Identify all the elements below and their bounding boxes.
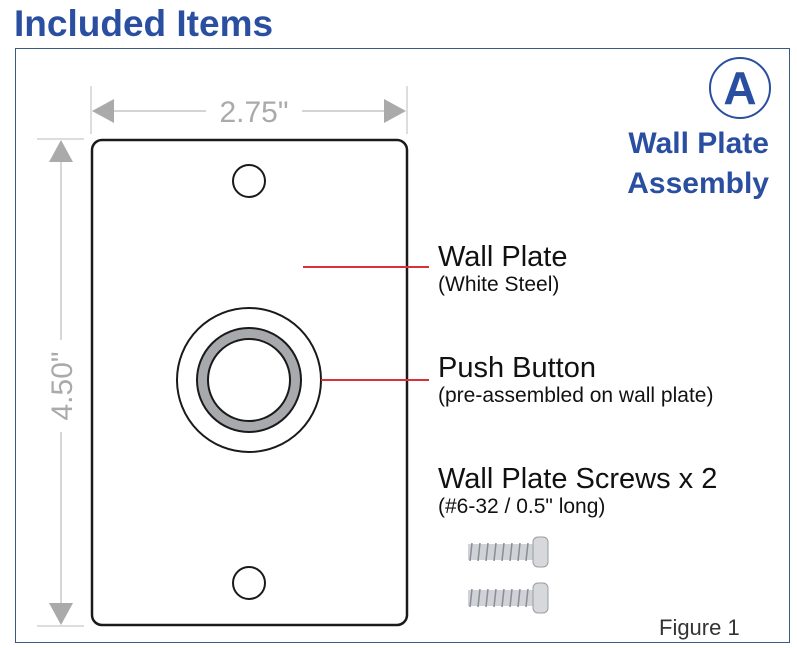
arrow-up-icon	[49, 140, 73, 162]
width-dimension	[90, 86, 408, 134]
item-detail: (#6-32 / 0.5" long)	[438, 495, 606, 518]
item-name: Push Button	[438, 352, 596, 384]
item-name: Wall Plate	[438, 241, 568, 273]
figure-frame	[15, 48, 790, 643]
height-dimension	[37, 138, 84, 627]
item-name: Wall Plate Screws x 2	[438, 463, 718, 495]
section-letter-badge: A	[709, 57, 771, 119]
screw-icon	[468, 536, 549, 568]
page-title: Included Items	[14, 3, 274, 44]
height-dimension-label: 4.50"	[46, 351, 79, 420]
section-title-line1: Wall Plate	[628, 127, 769, 160]
item-push-button: Push Button (pre-assembled on wall plate…	[438, 352, 713, 408]
bottom-screw-hole	[232, 566, 266, 600]
push-button-icon	[176, 307, 322, 453]
arrow-left-icon	[92, 99, 114, 123]
section-title: Wall Plate Assembly	[627, 124, 769, 204]
top-screw-hole	[232, 164, 266, 198]
width-dimension-label: 2.75"	[219, 96, 288, 129]
item-wall-plate-screws: Wall Plate Screws x 2 (#6-32 / 0.5" long…	[438, 463, 717, 519]
figure-caption: Figure 1	[659, 615, 740, 640]
item-wall-plate: Wall Plate (White Steel)	[438, 241, 567, 297]
arrow-down-icon	[49, 603, 73, 625]
item-detail: (pre-assembled on wall plate)	[438, 384, 714, 407]
section-title-line2: Assembly	[627, 167, 769, 200]
screw-icon	[468, 582, 549, 614]
arrow-right-icon	[384, 99, 406, 123]
item-detail: (White Steel)	[438, 273, 560, 296]
